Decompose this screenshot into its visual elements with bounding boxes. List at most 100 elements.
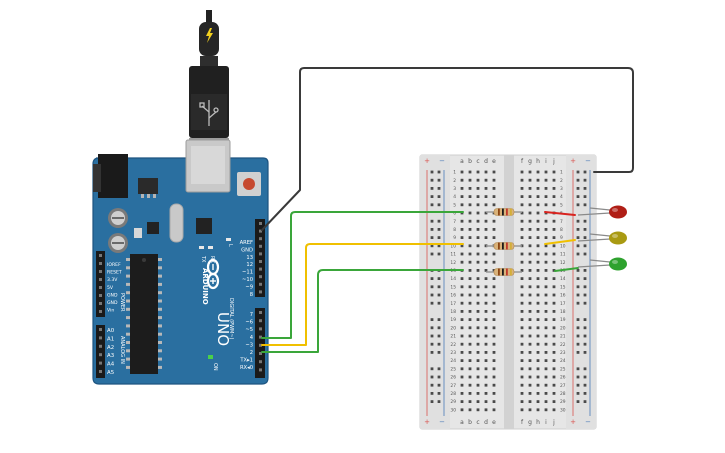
breadboard-hole[interactable] [528, 293, 532, 297]
breadboard-hole[interactable] [468, 211, 472, 215]
breadboard-hole[interactable] [492, 383, 496, 387]
breadboard-hole[interactable] [528, 228, 532, 231]
breadboard-hole[interactable] [583, 400, 587, 403]
breadboard-hole[interactable] [484, 367, 488, 371]
breadboard-hole[interactable] [520, 277, 524, 280]
breadboard-hole[interactable] [583, 228, 587, 231]
breadboard-hole[interactable] [528, 367, 532, 371]
wire-pin4-green[interactable] [261, 211, 464, 339]
breadboard-hole[interactable] [520, 375, 524, 379]
breadboard-hole[interactable] [460, 252, 464, 256]
breadboard-hole[interactable] [576, 219, 580, 223]
breadboard-hole[interactable] [520, 203, 524, 207]
breadboard-hole[interactable] [528, 203, 532, 207]
breadboard-hole[interactable] [492, 285, 496, 289]
breadboard-hole[interactable] [520, 260, 524, 264]
breadboard-hole[interactable] [536, 187, 540, 190]
breadboard-hole[interactable] [552, 310, 556, 313]
breadboard-hole[interactable] [544, 252, 548, 256]
breadboard-hole[interactable] [520, 408, 524, 412]
breadboard-hole[interactable] [484, 318, 488, 321]
breadboard-hole[interactable] [552, 228, 556, 231]
breadboard-hole[interactable] [576, 351, 580, 354]
breadboard-hole[interactable] [520, 351, 524, 354]
breadboard-hole[interactable] [576, 326, 580, 330]
breadboard-hole[interactable] [437, 195, 441, 198]
breadboard-hole[interactable] [520, 301, 524, 305]
breadboard-hole[interactable] [528, 260, 532, 264]
breadboard-hole[interactable] [552, 269, 556, 272]
breadboard-hole[interactable] [484, 301, 488, 305]
breadboard-hole[interactable] [492, 203, 496, 207]
breadboard-hole[interactable] [484, 359, 488, 362]
breadboard-hole[interactable] [484, 392, 488, 395]
breadboard-hole[interactable] [528, 351, 532, 354]
breadboard-hole[interactable] [576, 375, 580, 379]
breadboard-hole[interactable] [437, 367, 441, 371]
breadboard-hole[interactable] [536, 334, 540, 338]
breadboard-hole[interactable] [460, 400, 464, 403]
breadboard-hole[interactable] [492, 400, 496, 403]
breadboard-hole[interactable] [552, 334, 556, 338]
breadboard-hole[interactable] [468, 334, 472, 338]
breadboard-hole[interactable] [528, 285, 532, 289]
breadboard-hole[interactable] [430, 252, 434, 256]
breadboard-hole[interactable] [460, 285, 464, 289]
breadboard-hole[interactable] [552, 367, 556, 371]
breadboard-hole[interactable] [520, 236, 524, 239]
breadboard-hole[interactable] [520, 293, 524, 297]
breadboard-hole[interactable] [484, 342, 488, 346]
breadboard-hole[interactable] [536, 203, 540, 207]
breadboard-hole[interactable] [536, 408, 540, 412]
breadboard-hole[interactable] [552, 285, 556, 289]
breadboard-hole[interactable] [544, 318, 548, 321]
breadboard-hole[interactable] [430, 383, 434, 387]
led-yellow[interactable] [577, 231, 627, 245]
breadboard-hole[interactable] [484, 326, 488, 330]
breadboard-hole[interactable] [492, 236, 496, 239]
led-green[interactable] [577, 257, 627, 271]
breadboard-hole[interactable] [492, 252, 496, 256]
breadboard-hole[interactable] [576, 187, 580, 190]
breadboard-hole[interactable] [583, 285, 587, 289]
breadboard-hole[interactable] [536, 400, 540, 403]
breadboard-hole[interactable] [468, 351, 472, 354]
breadboard-hole[interactable] [520, 285, 524, 289]
breadboard-hole[interactable] [492, 277, 496, 280]
breadboard-hole[interactable] [544, 351, 548, 354]
header-pin[interactable] [259, 237, 262, 241]
breadboard-hole[interactable] [430, 236, 434, 239]
breadboard-hole[interactable] [536, 310, 540, 313]
header-pin[interactable] [259, 327, 262, 331]
breadboard-hole[interactable] [536, 293, 540, 297]
breadboard-hole[interactable] [536, 236, 540, 239]
breadboard-hole[interactable] [468, 375, 472, 379]
breadboard-hole[interactable] [460, 310, 464, 313]
breadboard-hole[interactable] [552, 260, 556, 264]
breadboard-hole[interactable] [430, 400, 434, 403]
breadboard-hole[interactable] [468, 170, 472, 174]
breadboard-hole[interactable] [484, 236, 488, 239]
breadboard-hole[interactable] [460, 187, 464, 190]
breadboard-hole[interactable] [583, 383, 587, 387]
breadboard-hole[interactable] [576, 236, 580, 239]
breadboard-hole[interactable] [552, 301, 556, 305]
breadboard-hole[interactable] [476, 203, 480, 207]
breadboard-hole[interactable] [476, 342, 480, 346]
breadboard-hole[interactable] [544, 285, 548, 289]
breadboard-hole[interactable] [476, 187, 480, 190]
breadboard-hole[interactable] [576, 383, 580, 387]
breadboard-hole[interactable] [492, 318, 496, 321]
breadboard-hole[interactable] [468, 285, 472, 289]
breadboard-hole[interactable] [460, 318, 464, 321]
breadboard-hole[interactable] [437, 187, 441, 190]
breadboard-hole[interactable] [484, 408, 488, 412]
header-pin[interactable] [259, 360, 262, 364]
breadboard-hole[interactable] [528, 277, 532, 280]
header-pin[interactable] [99, 361, 102, 365]
breadboard-hole[interactable] [492, 367, 496, 371]
breadboard-hole[interactable] [528, 383, 532, 387]
breadboard-hole[interactable] [437, 383, 441, 387]
breadboard-hole[interactable] [492, 359, 496, 362]
